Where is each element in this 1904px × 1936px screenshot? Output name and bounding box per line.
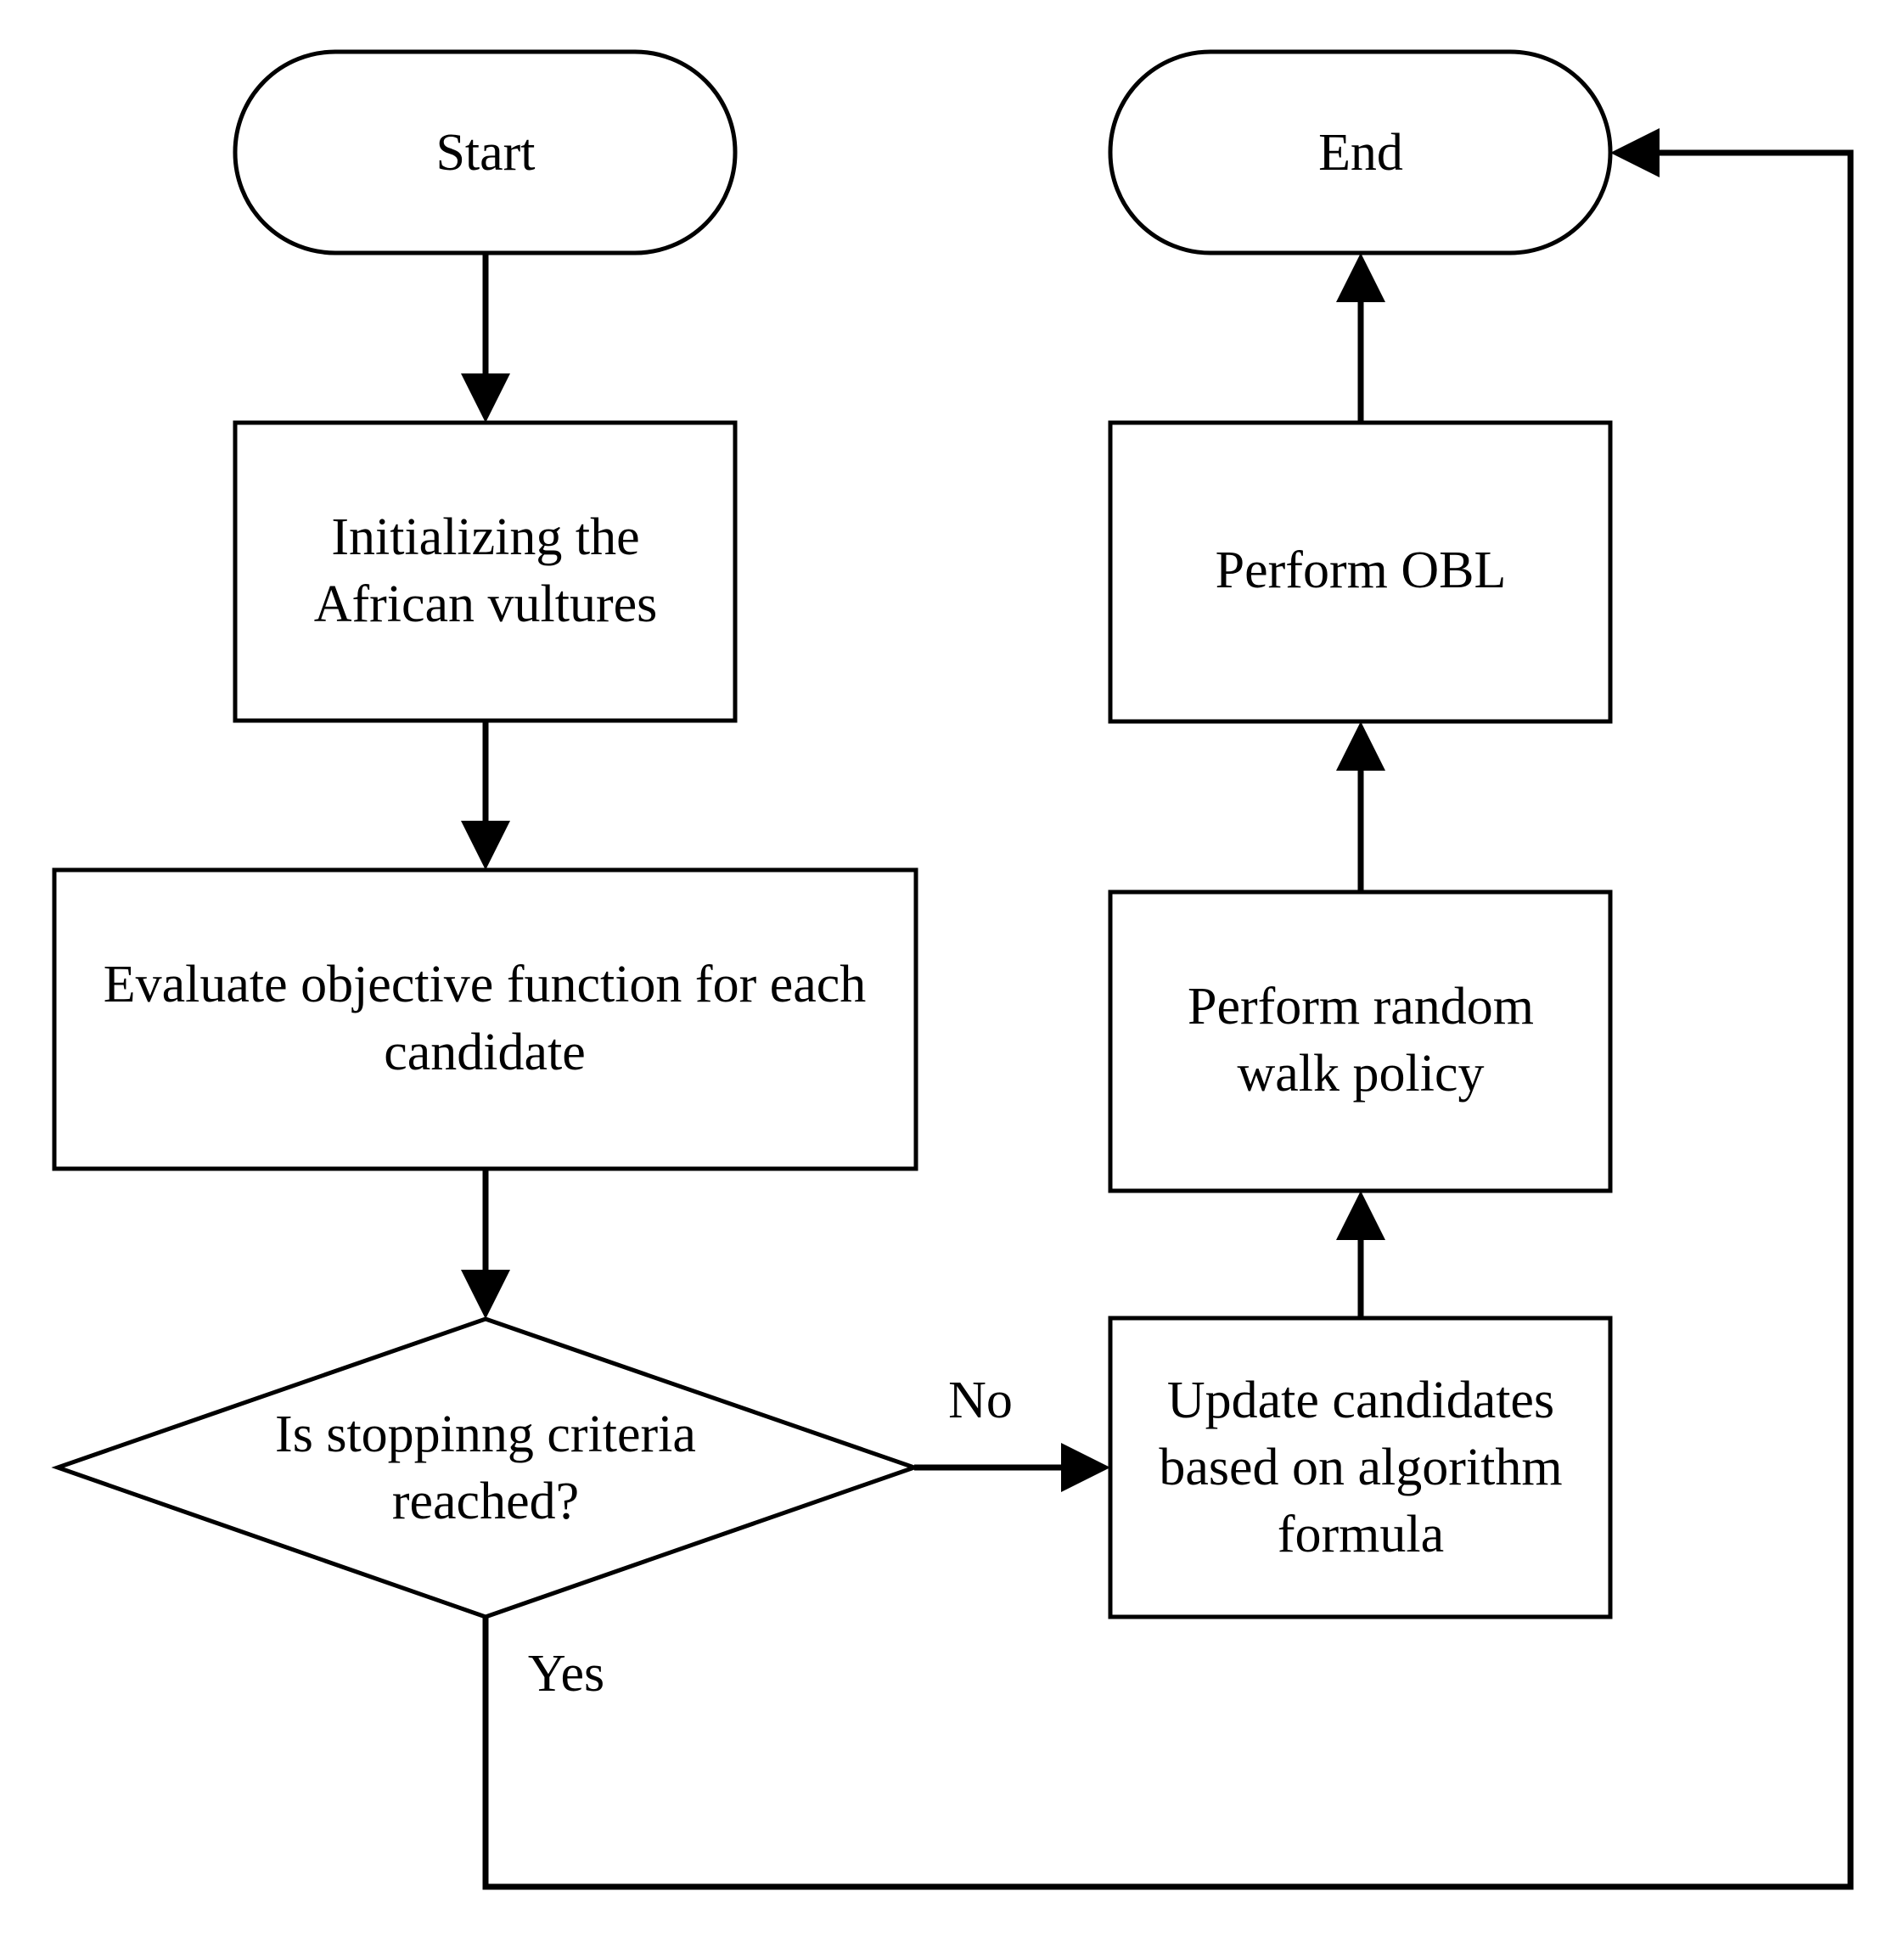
update-process-shape bbox=[1108, 1316, 1613, 1619]
edge-evaluate-to-decision bbox=[461, 1169, 510, 1319]
edge-decision-to-end-line bbox=[482, 149, 1854, 1890]
update-node: Update candidates based on algorithm for… bbox=[1108, 1316, 1613, 1619]
decision-node: Is stoppinng criteria reached? bbox=[51, 1316, 921, 1619]
decision-label-line-2: reached? bbox=[392, 1473, 579, 1530]
edge-decision-to-update-arrowhead bbox=[1061, 1443, 1110, 1492]
edge-decision-to-update: No bbox=[914, 1372, 1110, 1492]
edge-label-yes: Yes bbox=[528, 1645, 604, 1703]
init-label-line-1: Initializing the bbox=[331, 508, 639, 566]
obl-node: Perform OBL bbox=[1108, 420, 1613, 724]
evaluate-label-line-1: Evaluate objective function for each bbox=[104, 956, 867, 1013]
edge-random-walk-to-obl-arrowhead bbox=[1336, 721, 1385, 771]
random-walk-label-line-2: walk policy bbox=[1238, 1045, 1485, 1103]
edge-random-walk-to-obl bbox=[1336, 721, 1385, 892]
update-label-line-3: formula bbox=[1278, 1506, 1444, 1563]
edge-start-to-init-arrowhead bbox=[461, 373, 510, 423]
end-terminal-shape bbox=[1108, 49, 1613, 255]
edge-label-no: No bbox=[948, 1372, 1013, 1429]
init-node: Initializing the African vultures bbox=[233, 420, 738, 723]
edge-init-to-evaluate bbox=[461, 721, 510, 870]
edge-decision-to-end-arrowhead bbox=[1610, 128, 1660, 177]
end-label: End bbox=[1318, 124, 1403, 182]
end-node: End bbox=[1108, 49, 1613, 255]
edge-start-to-init bbox=[461, 253, 510, 423]
random-walk-process-shape bbox=[1108, 889, 1613, 1193]
start-node: Start bbox=[233, 49, 738, 255]
edge-init-to-evaluate-arrowhead bbox=[461, 821, 510, 870]
obl-process-shape bbox=[1108, 420, 1613, 724]
start-label: Start bbox=[435, 124, 535, 182]
evaluate-label-line-2: candidate bbox=[384, 1024, 586, 1081]
decision-label-line-1: Is stoppinng criteria bbox=[275, 1406, 696, 1463]
evaluate-node: Evaluate objective function for each can… bbox=[52, 867, 918, 1171]
decision-diamond-shape bbox=[51, 1316, 921, 1619]
update-label-line-1: Update candidates bbox=[1167, 1372, 1554, 1429]
edge-update-to-random-walk bbox=[1336, 1191, 1385, 1318]
update-label-line-2: based on algorithm bbox=[1159, 1439, 1562, 1496]
random-walk-label-line-1: Perform random bbox=[1188, 978, 1534, 1035]
random-walk-node: Perform random walk policy bbox=[1108, 889, 1613, 1193]
edge-update-to-random-walk-arrowhead bbox=[1336, 1191, 1385, 1240]
init-label-line-2: African vultures bbox=[314, 575, 658, 633]
edge-decision-to-end: Yes bbox=[482, 128, 1854, 1890]
init-process-shape bbox=[233, 420, 738, 723]
evaluate-process-shape bbox=[52, 867, 918, 1171]
edge-obl-to-end bbox=[1336, 253, 1385, 423]
edge-obl-to-end-arrowhead bbox=[1336, 253, 1385, 302]
edge-evaluate-to-decision-arrowhead bbox=[461, 1270, 510, 1319]
obl-label: Perform OBL bbox=[1216, 542, 1507, 599]
